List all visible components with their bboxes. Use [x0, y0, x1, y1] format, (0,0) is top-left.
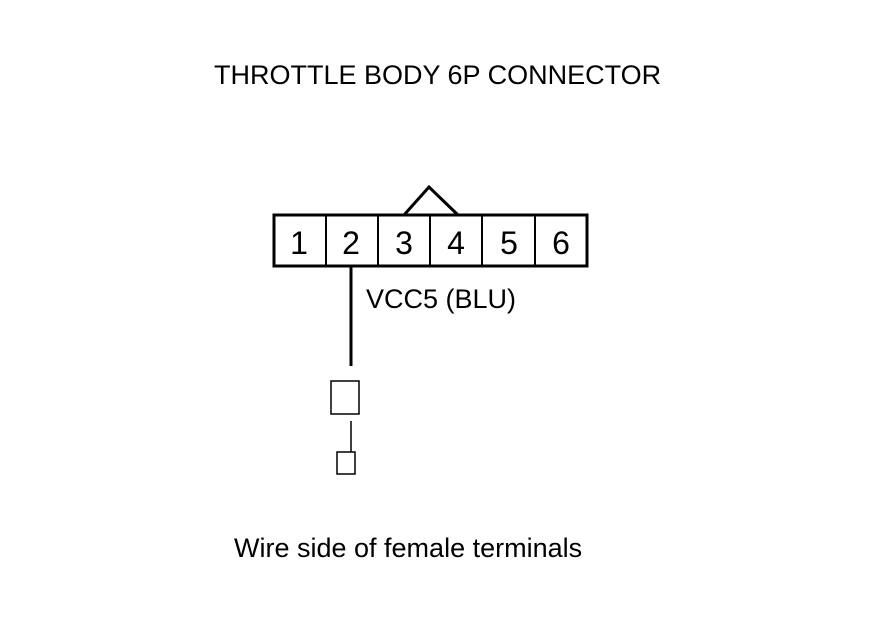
probe-tip: [336, 451, 356, 475]
pin-4-label: 4: [447, 225, 465, 261]
pin-1-label: 1: [290, 225, 308, 261]
probe-body: [330, 380, 360, 415]
connector-title: THROTTLE BODY 6P CONNECTOR: [214, 60, 662, 90]
pin-3-label: 3: [395, 225, 413, 261]
cavity-dividers: [325, 215, 536, 266]
pin-6-label: 6: [552, 225, 570, 261]
wire-label: VCC5 (BLU): [366, 284, 517, 314]
pin-5-label: 5: [500, 225, 518, 261]
connector-lock-tab: [402, 184, 460, 217]
terminal-view-caption: Wire side of female terminals: [234, 533, 583, 563]
pin-2-label: 2: [342, 225, 360, 261]
